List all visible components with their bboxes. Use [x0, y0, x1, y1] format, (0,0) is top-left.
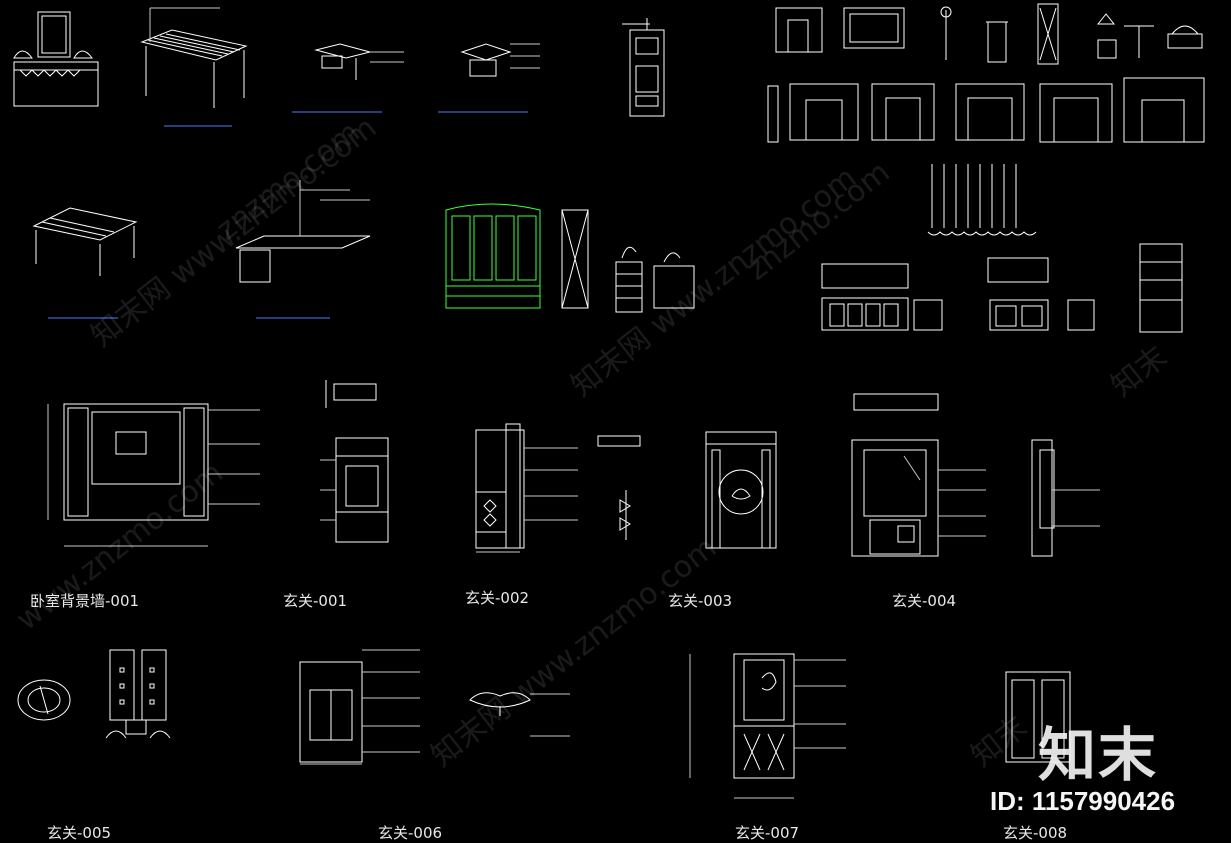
table-3d-drawing-2: [32, 207, 138, 319]
sheet-label-entrance-008: 玄关-008: [1003, 824, 1068, 842]
sheet-label-entrance-003: 玄关-003: [668, 592, 733, 610]
entrance-002-elevation: [475, 423, 578, 553]
entrance-004-side: [1031, 439, 1100, 557]
entrance-005-plan: [17, 679, 71, 721]
stair-detail-drawing: [235, 180, 371, 319]
watermark-logo: 知末: [1038, 721, 1159, 789]
entrance-008-elevation: [1005, 671, 1071, 763]
entrance-006-elevation: [299, 649, 420, 765]
radiator-drawing: [927, 164, 1037, 236]
sheet-label-entrance-001: 玄关-001: [283, 592, 348, 610]
fireplace-row: [767, 77, 1205, 143]
tall-cabinet-drawing: [622, 18, 665, 117]
wardrobe-drawing: [445, 203, 541, 309]
entrance-004-elevation: [851, 393, 986, 557]
sheet-label-entrance-005: 玄关-005: [47, 824, 112, 842]
sheet-label-entrance-002: 玄关-002: [465, 589, 530, 607]
table-3d-drawing: [140, 7, 248, 127]
sheet-label-entrance-006: 玄关-006: [378, 824, 443, 842]
entrance-006-detail: [469, 692, 570, 737]
watermark-id: ID: 1157990426: [990, 786, 1176, 816]
shelf-with-plant-drawing: [615, 246, 695, 313]
sheet-label-entrance-004: 玄关-004: [892, 592, 957, 610]
entrance-003-elevation: [705, 431, 777, 549]
entrance-007-elevation: [689, 653, 846, 799]
entrance-005-elevation: [105, 649, 171, 739]
furniture-row-top: [775, 3, 1203, 65]
entrance-003-detail: [597, 435, 641, 540]
sheet-label-bedroom-001: 卧室背景墙-001: [30, 592, 140, 610]
cabinet-row: [821, 243, 1183, 333]
cad-drawing-icon: [13, 3, 1205, 799]
dressing-table-drawing: [13, 11, 99, 107]
wardrobe-side-drawing: [561, 209, 589, 309]
detail-3d-drawing-b: [438, 43, 540, 113]
sheet-label-entrance-007: 玄关-007: [735, 824, 800, 842]
bedroom-wall-elevation: [47, 403, 260, 547]
entrance-001-elevation: [320, 380, 389, 543]
detail-3d-drawing-a: [292, 43, 404, 113]
